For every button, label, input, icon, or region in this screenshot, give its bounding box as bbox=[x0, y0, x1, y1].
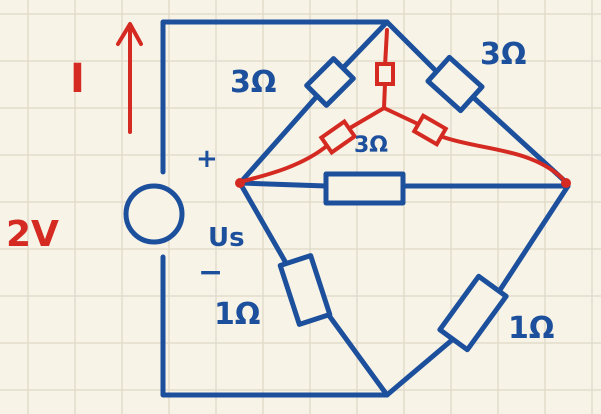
wire-tr-upper bbox=[384, 19, 438, 73]
red-wire-top-lower bbox=[382, 82, 387, 110]
plus-label: + bbox=[196, 144, 218, 174]
red-wire-right-outer bbox=[441, 135, 564, 180]
source-name-label: Us bbox=[208, 223, 245, 253]
resistor-bottom-right bbox=[437, 273, 509, 353]
wire-top-left bbox=[160, 19, 390, 175]
r-bottom-right-label: 1Ω bbox=[508, 311, 554, 346]
minus-label: − bbox=[198, 255, 223, 290]
wire-mid-left bbox=[237, 180, 329, 189]
wire-tl-upper bbox=[338, 19, 390, 73]
red-resistor-left bbox=[318, 118, 358, 156]
resistor-top-left bbox=[304, 56, 356, 108]
resistor-top-right bbox=[425, 54, 485, 114]
red-resistor-top bbox=[375, 62, 395, 86]
red-wire-left-outer bbox=[238, 143, 330, 184]
circuit-wires bbox=[160, 19, 571, 398]
red-wire-top bbox=[383, 28, 389, 68]
voltage-source bbox=[123, 183, 185, 245]
current-arrow-head bbox=[116, 22, 143, 46]
r-top-right-label: 3Ω bbox=[480, 37, 526, 72]
r-bottom-left-label: 1Ω bbox=[214, 297, 260, 332]
wire-tl-lower bbox=[237, 92, 321, 186]
wire-bl-upper bbox=[237, 180, 293, 273]
r-middle-label: 3Ω bbox=[354, 133, 388, 158]
r-top-left-label: 3Ω bbox=[230, 65, 276, 100]
red-star-network bbox=[116, 22, 564, 184]
red-wire-left-inner bbox=[348, 106, 386, 130]
resistor-bottom-left bbox=[277, 253, 333, 327]
source-voltage-label: 2V bbox=[6, 214, 59, 255]
wire-bl-lower bbox=[322, 307, 390, 398]
node-right bbox=[561, 178, 571, 188]
current-label: I bbox=[70, 56, 85, 102]
wire-br-upper bbox=[497, 183, 571, 293]
wire-bottom-left bbox=[160, 254, 390, 398]
red-resistor-right bbox=[411, 112, 449, 148]
node-left bbox=[235, 178, 245, 188]
wire-br-lower bbox=[384, 337, 455, 398]
red-wire-right-inner bbox=[382, 106, 420, 126]
resistor-middle bbox=[323, 171, 406, 206]
